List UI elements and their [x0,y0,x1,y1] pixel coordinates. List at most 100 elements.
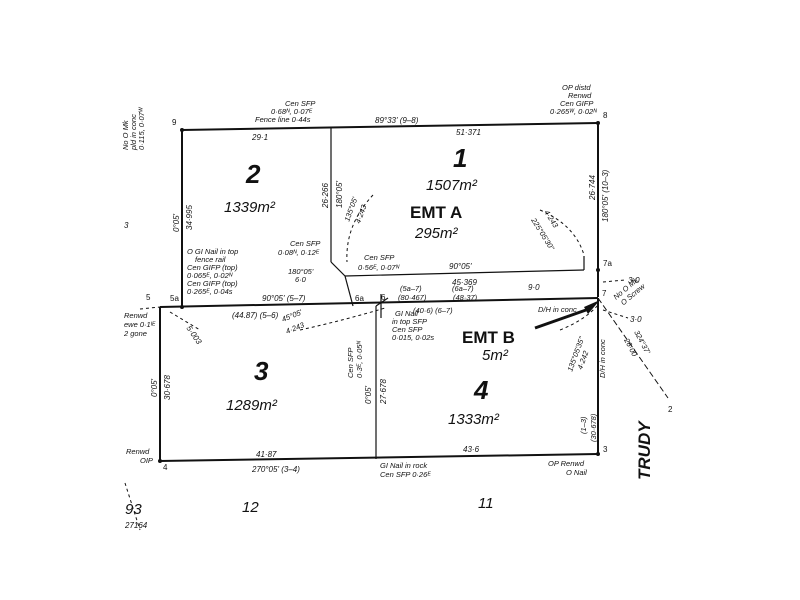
lot-1-number: 1 [453,143,467,173]
lower-right-b: (30·678) [589,413,598,442]
easement-a-area: 295m² [414,225,459,242]
corner-label-9: 9 [172,118,177,127]
emt-b-splay [375,297,389,307]
diag-5003: 5·003 [184,324,203,346]
easement-b-area: 5m² [482,347,509,364]
mid-80467: (80·467) [398,293,427,302]
road-name: TRUDY [635,420,654,480]
note-line: Cen GIFP [560,99,593,108]
note-line: Cen GIFP (top) [187,279,238,288]
corner-label-5: 5 [146,293,151,302]
adjoining-lot-12: 12 [242,499,259,516]
lower-mid-bearing: 0°05' [364,385,373,404]
note-no-o-screw: No O Mk O Screw [612,275,648,307]
emt-length: 45·369 [452,278,477,287]
note-line: Renwd [124,311,148,320]
note-cen-sfp-emt: Cen SFP 0·56ᴱ, 0·07ᴺ [358,253,400,272]
note-line: Cen GIFP (top) [187,263,238,272]
emt-b-arrowhead [584,300,600,314]
note-line: in top SFP [392,317,427,326]
corner-label-3: 3 [603,445,608,454]
note-line: Cen SFP [290,239,320,248]
note-line: Renwd [126,447,150,456]
note-line: O GI Nail in top [187,247,238,256]
corner-label-7: 7 [602,289,607,298]
emt-bearing: 90°05' [449,262,472,271]
note-line: Cen SFP [346,348,355,378]
note-op-renwd-nail: OP Renwd O Nail [548,459,587,477]
bottom-left-length: 41·87 [256,450,277,459]
top-bearing: 89°33' (9–8) [375,116,419,125]
lot-4-number: 4 [473,375,489,405]
arrow-135a [346,194,374,263]
bottom-left-offset [124,482,141,531]
corner-dot-5a [180,305,184,309]
emt-b-arrow-line [534,308,587,330]
left-upper-bearing: 0°05' [172,213,181,232]
bottom-boundary [159,453,599,462]
lower-right-a: (1–3) [579,416,588,434]
note-line: Renwd [568,91,592,100]
note-dh-conc-vert: D/H in conc [598,339,607,378]
lower-mid-length: 27·678 [379,379,388,405]
corner-label-6a: 6a [355,294,364,303]
corner-dot-7a [596,268,600,272]
mid-6a7: (6a–7) [452,284,474,293]
adjoining-ref: 27164 [124,521,148,530]
diag-4243: 4·243 [284,320,306,336]
seg-30-a: 3·0 [628,276,640,285]
note-dh-conc-top: D/H in conc [538,305,577,314]
note-line: 0·3ᴱ, 0·05ᴺ [355,341,364,378]
note-no-o-mk: No O Mk pld in conc 0·115, 0·07ᵂ [121,106,146,151]
note-cen-sfp-mid: Cen SFP 0·08ᴺ, 0·12ᴱ [278,239,320,257]
note-line: 0·265ᵂ, 0·02ᴺ [550,107,597,116]
inner-v-bearing: 180°05' [335,181,344,208]
note-line: 0·115, 0·07ᵂ [137,106,146,150]
mid-bearing: 90°05' (5–7) [262,294,306,303]
corner-dot-4 [158,459,162,463]
top-left-length: 29·1 [251,133,268,142]
lower-left-bearing: 0°05' [150,378,159,397]
note-line: OP Renwd [548,459,585,468]
corner-label-8: 8 [603,111,608,120]
top-right-length: 51·371 [456,128,481,137]
note-line: O Nail [566,468,587,477]
road-frontage-line [597,297,669,399]
corner-dot-9 [180,128,184,132]
easement-b-label: EMT B [462,328,515,347]
mid-4837: (48·37) [453,293,478,302]
lot-2-number: 2 [245,159,261,189]
corner-dot-3 [596,452,600,456]
note-line: Cen SFP [392,325,422,334]
corner-label-4: 4 [163,463,168,472]
arrow-45 [299,307,386,331]
arrow-30-b [602,309,629,319]
seg-90: 9·0 [528,283,540,292]
arrow-30-a [602,279,626,283]
note-line: pld in conc [129,114,138,151]
lot-4-area: 1333m² [448,411,500,428]
note-line: Cen SFP 0·26ᴱ [380,470,431,479]
right-upper-bearing: 180°05' (10–3) [601,169,610,222]
note-renwd-left: Renwd ewe 0·1ᴵᴱ 2 gone [123,311,156,338]
note-cen-sfp-top: Cen SFP 0·68ᴺ, 0·07ᴱ Fence line 0·44s [255,99,315,124]
corner-label-2: 2 [668,405,673,414]
note-line: fence rail [195,255,226,264]
mid-406: (40·6) (6–7) [413,306,453,315]
small-60: 6·0 [295,275,307,284]
easement-a-label: EMT A [410,203,462,222]
corner-dot-8 [596,121,600,125]
arrow-225 [539,209,585,256]
arrow-135b [559,304,599,331]
note-line: Fence line 0·44s [255,115,311,124]
arrow-5003 [169,311,201,331]
note-line: ewe 0·1ᴵᴱ [124,320,156,329]
middle-boundary [159,297,599,308]
small-180: 180°05' [288,267,314,276]
lot-3-area: 1289m² [226,397,278,414]
easement-a-line [344,269,585,277]
note-line: Cen SFP [364,253,394,262]
note-gi-nail-sfp: GI Nail in top SFP Cen SFP 0·015, 0·02s [392,309,434,342]
note-line: 0·08ᴺ, 0·12ᴱ [278,248,320,257]
